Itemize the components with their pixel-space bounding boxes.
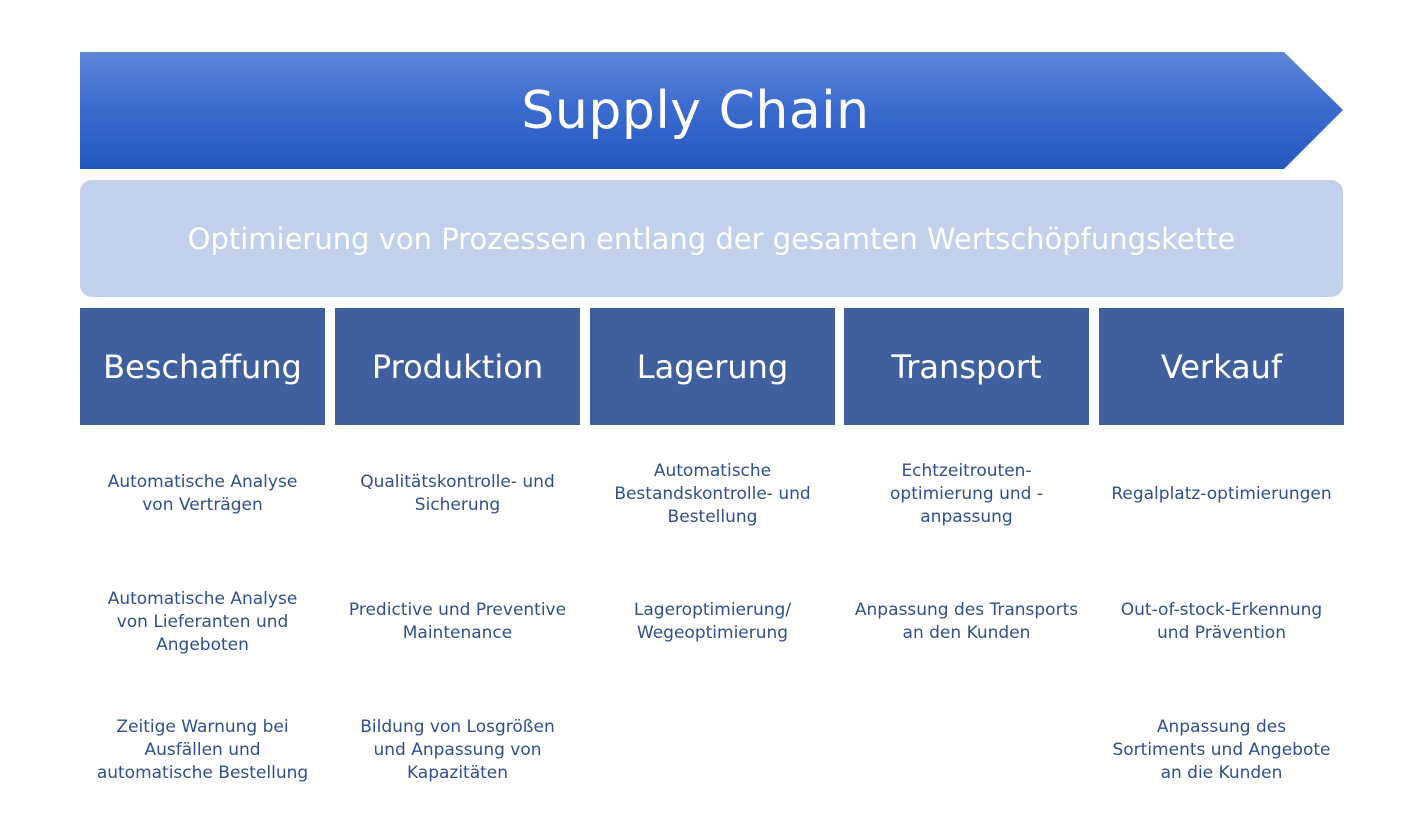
item-text: Zeitige Warnung bei Ausfällen und automa…	[96, 716, 309, 783]
item-text: Out-of-stock-Erkennung und Prävention	[1120, 600, 1323, 643]
column-title: Lagerung	[636, 347, 789, 386]
column-header-verkauf: Verkauf	[1099, 308, 1344, 425]
list-item: Predictive und Preventive Maintenance	[335, 582, 580, 662]
list-item: Out-of-stock-Erkennung und Prävention	[1099, 582, 1344, 662]
list-item: Automatische Analyse von Verträgen	[80, 454, 325, 534]
subtitle-text: Optimierung von Prozessen entlang der ge…	[187, 221, 1236, 256]
item-text: Anpassung des Sortiments und Angebote an…	[1112, 716, 1331, 783]
list-item: Bildung von Losgrößen und Anpassung von …	[335, 710, 580, 790]
item-text: Qualitätskontrolle- und Sicherung	[360, 472, 555, 515]
item-text: Regalplatz-optimierungen	[1111, 483, 1332, 504]
list-item: Automatische Analyse von Lieferanten und…	[80, 582, 325, 662]
column-header-transport: Transport	[844, 308, 1089, 425]
banner-title: Supply Chain	[521, 80, 870, 141]
subtitle-box: Optimierung von Prozessen entlang der ge…	[80, 180, 1343, 297]
item-text: Echtzeitrouten-optimierung und -anpassun…	[890, 460, 1043, 527]
column-title: Verkauf	[1160, 347, 1283, 386]
item-text: Lageroptimierung/ Wegeoptimierung	[633, 600, 792, 643]
supply-chain-banner: Supply Chain	[80, 52, 1343, 169]
item-text: Predictive und Preventive Maintenance	[348, 600, 567, 643]
column-header-beschaffung: Beschaffung	[80, 308, 325, 425]
column-title: Produktion	[371, 347, 544, 386]
list-item: Qualitätskontrolle- und Sicherung	[335, 454, 580, 534]
list-item: Anpassung des Transports an den Kunden	[844, 582, 1089, 662]
column-header-produktion: Produktion	[335, 308, 580, 425]
list-item: Automatische Bestandskontrolle- und Best…	[590, 454, 835, 534]
item-text: Anpassung des Transports an den Kunden	[854, 600, 1079, 643]
item-text: Automatische Bestandskontrolle- und Best…	[614, 460, 811, 527]
item-text: Automatische Analyse von Lieferanten und…	[107, 588, 298, 655]
item-text: Bildung von Losgrößen und Anpassung von …	[360, 716, 555, 783]
column-title: Beschaffung	[103, 347, 302, 386]
list-item: Anpassung des Sortiments und Angebote an…	[1099, 710, 1344, 790]
list-item: Echtzeitrouten-optimierung und -anpassun…	[844, 454, 1089, 534]
list-item: Lageroptimierung/ Wegeoptimierung	[590, 582, 835, 662]
list-item: Regalplatz-optimierungen	[1099, 454, 1344, 534]
column-header-lagerung: Lagerung	[590, 308, 835, 425]
column-title: Transport	[891, 347, 1042, 386]
item-text: Automatische Analyse von Verträgen	[107, 472, 298, 515]
list-item: Zeitige Warnung bei Ausfällen und automa…	[80, 710, 325, 790]
